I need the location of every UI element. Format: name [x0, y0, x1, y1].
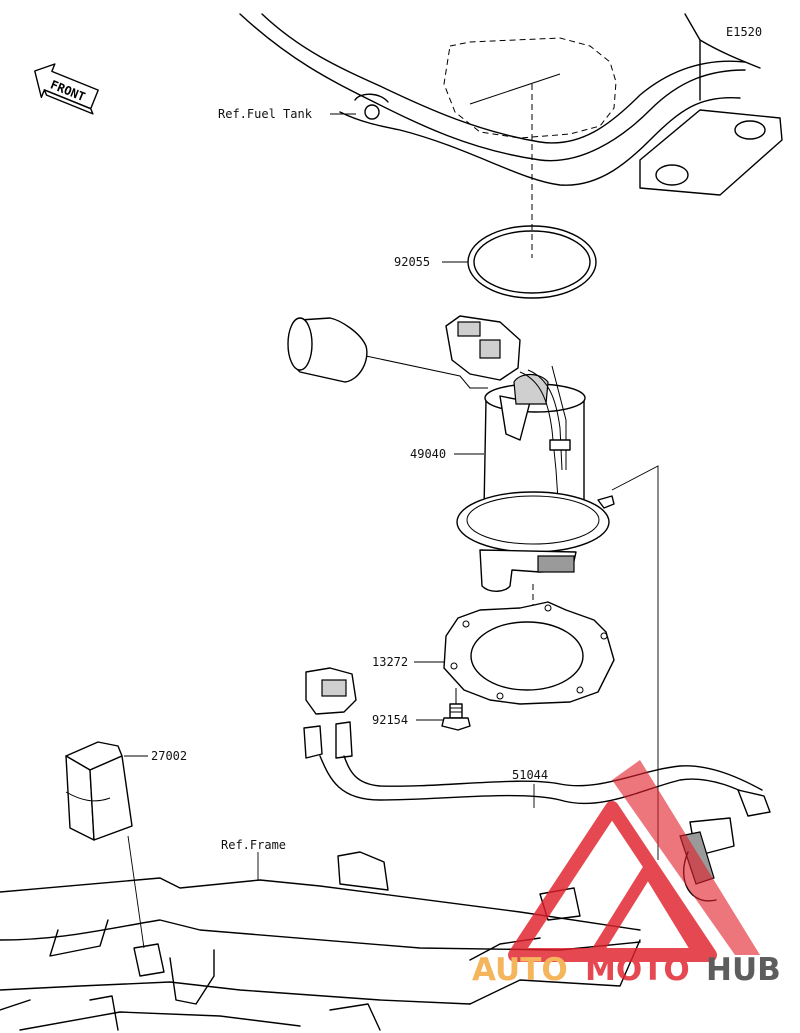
watermark-logo: AUTO MOTO HUB [472, 760, 781, 988]
label-frame: Ref.Frame [221, 838, 286, 852]
label-gasket: 13272 [372, 655, 408, 669]
gasket-13272 [443, 601, 615, 705]
bolt-92154 [441, 688, 471, 731]
label-wire-harness: 51044 [512, 768, 548, 782]
fuel-pump-49040 [287, 315, 615, 592]
label-relay: 27002 [151, 749, 187, 763]
frame [0, 851, 641, 1031]
watermark-text-hub: HUB [706, 952, 781, 988]
fuel-tank [239, 13, 783, 196]
relay-27002 [65, 741, 133, 841]
watermark-text-auto: AUTO [472, 952, 568, 988]
watermark-text-moto: MOTO [585, 952, 690, 988]
front-arrow-icon: FRONT [34, 63, 99, 115]
label-fuel-pump: 49040 [410, 447, 446, 461]
label-bolt: 92154 [372, 713, 408, 727]
diagram-code: E1520 [726, 25, 762, 39]
label-o-ring: 92055 [394, 255, 430, 269]
label-fuel-tank: Ref.Fuel Tank [218, 107, 313, 121]
